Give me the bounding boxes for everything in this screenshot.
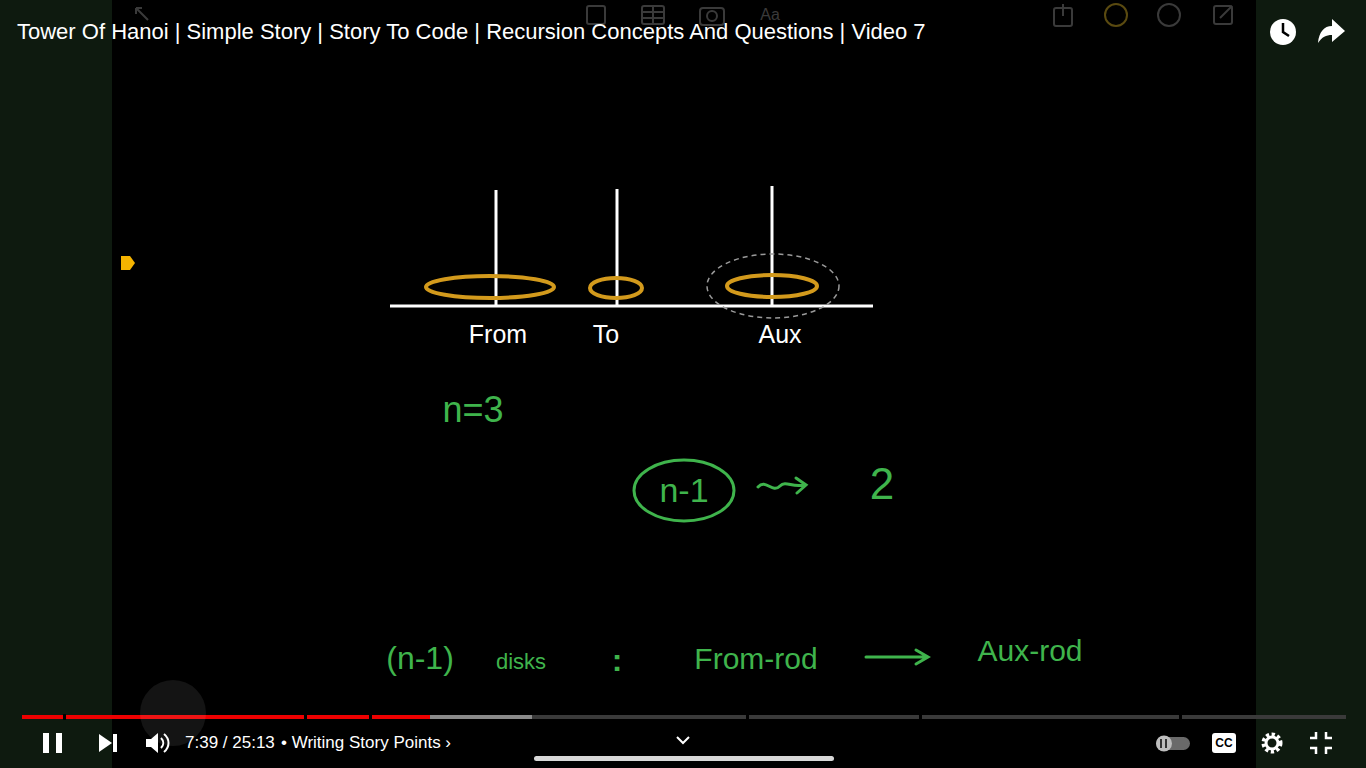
- pointer-marker: [121, 256, 135, 270]
- arrow: [866, 650, 928, 664]
- hanoi-illustration: [390, 186, 873, 318]
- captions-text: CC: [1215, 736, 1232, 750]
- disk-count: n=3: [442, 389, 503, 431]
- side-panel: [0, 0, 112, 768]
- volume-icon: [146, 733, 158, 753]
- rod-label: Aux: [758, 320, 801, 349]
- home-indicator: [534, 756, 834, 761]
- rod-label: To: [593, 320, 619, 349]
- settings-icon: [1266, 737, 1278, 749]
- step-note: :: [612, 642, 623, 679]
- share-icon: [1318, 19, 1345, 43]
- clock-icon: [1270, 19, 1296, 45]
- chapter-title: • Writing Story Points ›: [281, 733, 451, 753]
- squiggle-arrow: [758, 478, 806, 493]
- settings-icon: [1264, 735, 1280, 751]
- result-number: 2: [870, 459, 894, 509]
- time-display: 7:39 / 25:13: [185, 733, 275, 753]
- next-icon: [113, 734, 117, 752]
- autoplay-knob: [1156, 736, 1172, 752]
- clock-hands: [1283, 23, 1289, 36]
- fullscreen-exit-icon: [1310, 732, 1332, 754]
- step-note: From-rod: [694, 642, 817, 676]
- step-note: Aux-rod: [977, 634, 1082, 668]
- pause-icon: [56, 733, 62, 753]
- faint-icon-text: Aa: [760, 6, 780, 24]
- node-text: n-1: [659, 471, 708, 510]
- circled-term: n-1: [632, 458, 736, 523]
- captions-icon: [1212, 733, 1236, 753]
- pause-icon: [43, 733, 49, 753]
- side-panel: [1256, 0, 1366, 768]
- ellipse: [634, 460, 734, 521]
- volume-waves: [161, 734, 169, 752]
- video-title: Tower Of Hanoi | Simple Story | Story To…: [17, 19, 926, 45]
- step-note: disks: [496, 649, 546, 675]
- chevron-down: [677, 737, 689, 743]
- rod-label: From: [469, 320, 527, 349]
- next-icon: [99, 734, 112, 752]
- step-note: (n-1): [386, 640, 454, 677]
